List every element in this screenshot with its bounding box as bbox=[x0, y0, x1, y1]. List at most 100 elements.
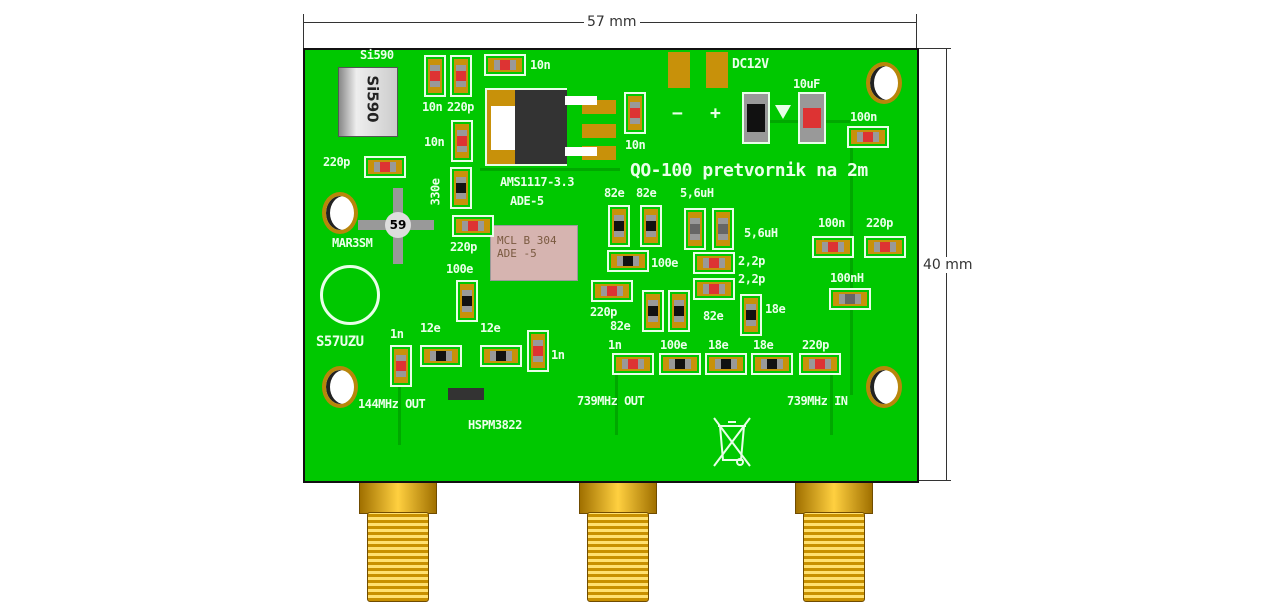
sma-connector-144mhz-out bbox=[357, 472, 437, 602]
smd-resistor bbox=[705, 353, 747, 375]
mar3sm-amplifier: 59 bbox=[385, 212, 411, 238]
silk-label: AMS1117-3.3 bbox=[500, 175, 574, 189]
smd-capacitor bbox=[484, 54, 526, 76]
smd-resistor bbox=[642, 290, 664, 332]
mixer-marking-2: ADE -5 bbox=[497, 247, 537, 260]
silk-label: S57UZU bbox=[316, 334, 364, 350]
trace bbox=[615, 375, 618, 435]
silk-label: 18e bbox=[708, 338, 729, 352]
smd-capacitor bbox=[424, 55, 446, 97]
dim-tick-top bbox=[917, 48, 951, 49]
smd-capacitor bbox=[390, 345, 412, 387]
silk-label: 5,6uH bbox=[680, 186, 714, 200]
smd-capacitor bbox=[364, 156, 406, 178]
silk-label: 100n bbox=[850, 110, 877, 124]
silk-label: 100nH bbox=[830, 271, 864, 285]
smd-capacitor bbox=[799, 353, 841, 375]
silk-label: 100e bbox=[446, 262, 473, 276]
dc12v-pad-plus bbox=[706, 52, 728, 88]
smd-resistor bbox=[740, 294, 762, 336]
silk-label: 2,2p bbox=[738, 272, 765, 286]
silk-label: 82e bbox=[636, 186, 657, 200]
silk-label: HSPM3822 bbox=[468, 418, 522, 432]
smd-capacitor bbox=[812, 236, 854, 258]
silk-label: 12e bbox=[420, 321, 441, 335]
silk-label: 220p bbox=[866, 216, 893, 230]
silk-label: 100n bbox=[818, 216, 845, 230]
smd-capacitor bbox=[693, 278, 735, 300]
minus-symbol: − bbox=[672, 103, 683, 124]
silk-label: 1n bbox=[551, 348, 565, 362]
smd-capacitor bbox=[847, 126, 889, 148]
smd-resistor bbox=[456, 280, 478, 322]
silk-label: 82e bbox=[703, 309, 724, 323]
smd-capacitor bbox=[451, 120, 473, 162]
smd-capacitor bbox=[624, 92, 646, 134]
ams1117-regulator bbox=[485, 88, 567, 166]
trace bbox=[850, 145, 853, 395]
silk-label: 144MHz OUT bbox=[358, 397, 426, 411]
board-title: QO-100 pretvornik na 2m bbox=[630, 160, 868, 181]
diode-symbol-icon bbox=[775, 105, 791, 119]
silk-label: 100e bbox=[660, 338, 687, 352]
trace bbox=[830, 375, 833, 435]
silk-label: 330e bbox=[428, 178, 443, 206]
silk-label: 100e bbox=[651, 256, 678, 270]
mar-marking: 59 bbox=[389, 218, 407, 232]
sma-connector-739mhz-in bbox=[793, 472, 873, 602]
silk-label: 10n bbox=[530, 58, 551, 72]
height-dimension-label: 40 mm bbox=[920, 257, 976, 273]
smd-inductor bbox=[712, 208, 734, 250]
silk-label: 220p bbox=[802, 338, 829, 352]
silk-label: 5,6uH bbox=[744, 226, 778, 240]
silk-label: 12e bbox=[480, 321, 501, 335]
silk-label: 82e bbox=[610, 319, 631, 333]
dim-tick-left bbox=[303, 14, 304, 48]
silk-label: 220p bbox=[450, 240, 477, 254]
smd-resistor bbox=[607, 250, 649, 272]
silk-label: DC12V bbox=[732, 57, 769, 72]
width-dimension-label: 57 mm bbox=[584, 14, 640, 30]
regulator-lead bbox=[565, 147, 597, 156]
silk-label: 2,2p bbox=[738, 254, 765, 268]
smd-capacitor bbox=[612, 353, 654, 375]
silk-label: MAR3SM bbox=[332, 236, 373, 250]
smd-resistor bbox=[450, 167, 472, 209]
dim-tick-bottom bbox=[917, 480, 951, 481]
weee-recycle-bin-icon bbox=[710, 412, 754, 472]
smd-inductor bbox=[829, 288, 871, 310]
smd-capacitor bbox=[591, 280, 633, 302]
smd-capacitor bbox=[693, 252, 735, 274]
mixer-marking-1: MCL B 304 bbox=[497, 234, 557, 247]
trace bbox=[398, 385, 401, 445]
smd-capacitor bbox=[527, 330, 549, 372]
silk-label: 10n bbox=[422, 100, 443, 114]
silk-label: 82e bbox=[604, 186, 625, 200]
dim-tick-right bbox=[916, 14, 917, 48]
silk-label: 1n bbox=[608, 338, 622, 352]
smd-resistor bbox=[668, 290, 690, 332]
mounting-hole bbox=[866, 366, 902, 408]
dc12v-pad-minus bbox=[668, 52, 690, 88]
si590-oscillator: Si590 bbox=[338, 67, 398, 137]
regulator-lead bbox=[565, 96, 597, 105]
capacitor-10uf bbox=[798, 92, 826, 144]
silk-label: 10uF bbox=[793, 77, 820, 91]
callsign-logo-icon bbox=[320, 265, 380, 325]
smd-resistor bbox=[420, 345, 462, 367]
sma-connector-739mhz-out bbox=[577, 472, 657, 602]
silk-label: 739MHz IN bbox=[787, 394, 848, 408]
silk-label: 739MHz OUT bbox=[577, 394, 645, 408]
regulator-pad bbox=[582, 124, 616, 138]
mounting-hole bbox=[322, 366, 358, 408]
smd-resistor bbox=[751, 353, 793, 375]
mounting-hole bbox=[322, 192, 358, 234]
silk-label: 10n bbox=[625, 138, 646, 152]
smd-capacitor bbox=[864, 236, 906, 258]
silk-label: 18e bbox=[753, 338, 774, 352]
plus-symbol: + bbox=[710, 103, 721, 124]
silk-label: 18e bbox=[765, 302, 786, 316]
mounting-hole bbox=[866, 62, 902, 104]
silk-label: ADE-5 bbox=[510, 194, 544, 208]
silk-label: 1n bbox=[390, 327, 404, 341]
